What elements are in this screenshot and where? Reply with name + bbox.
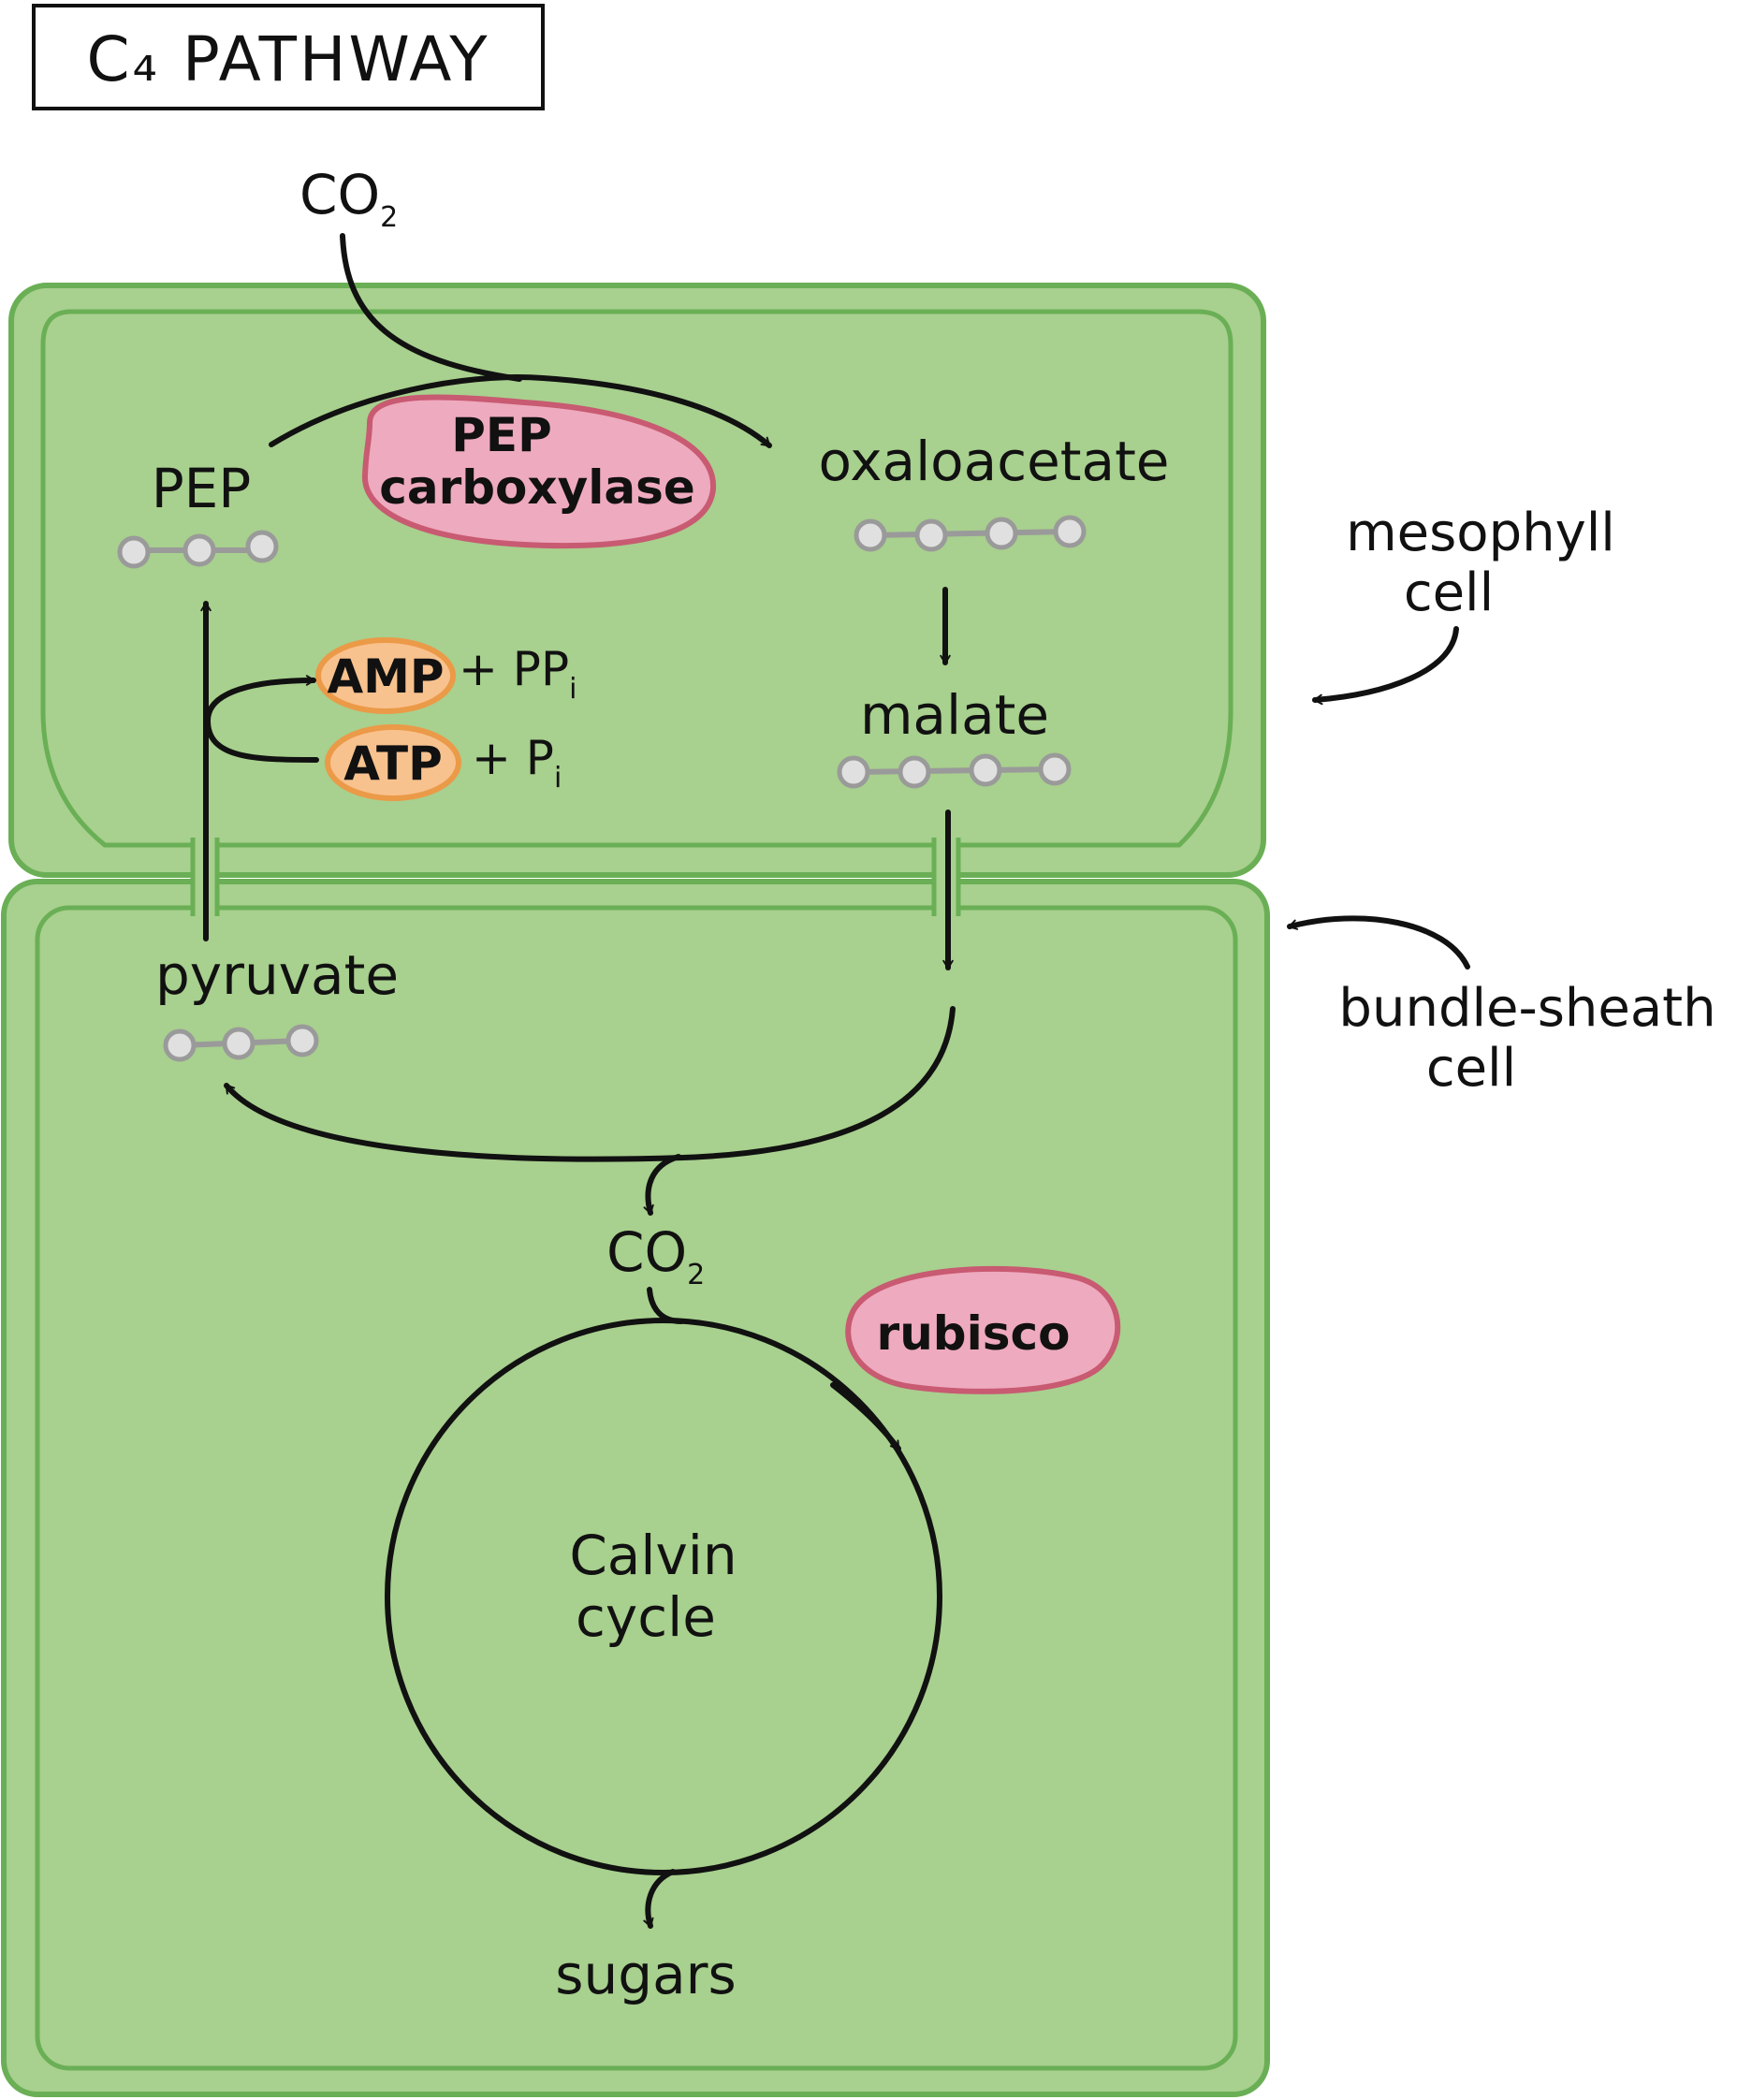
atp-ellipse (325, 724, 461, 801)
bundle-sheath-cell-label-line2: cell (1426, 1038, 1516, 1099)
pep-carboxylase-blob (361, 394, 717, 549)
bundle-sheath-cell (1, 879, 1270, 2097)
atp-label: ATP (343, 736, 443, 791)
mesophyll-cell-membrane (40, 309, 1233, 848)
title-box: C₄ PATHWAY (32, 4, 545, 110)
mesophyll-cell (8, 283, 1266, 878)
amp-molecule: AMP (315, 637, 456, 714)
malate-carbon-chain (837, 752, 1072, 789)
co2-top-label: CO2 (299, 163, 398, 234)
rubisco-enzyme: rubisco (845, 1265, 1121, 1394)
atp-to-amp-arrow (205, 675, 319, 763)
bundle-sheath-cell-label-line1: bundle-sheath (1338, 978, 1715, 1039)
calvin-cycle-circle (385, 1318, 942, 1875)
pep-to-oxaloacetate-arrow (269, 374, 772, 448)
pep-carboxylase-label-line2: carboxylase (379, 460, 695, 515)
calvin-cycle-label-line2: cycle (576, 1585, 716, 1649)
co2-entry-arrow (340, 233, 522, 382)
oxaloacetate-carbon-chain (854, 515, 1087, 552)
amp-ellipse (315, 637, 456, 714)
mesophyll-cell-label-line2: cell (1404, 562, 1494, 623)
bundle-sheath-pointer-arrow (1287, 915, 1470, 970)
sugars-label: sugars (555, 1943, 736, 2006)
amp-byproduct-label: + PPi (459, 642, 577, 706)
pep-carboxylase-label-line1: PEP (451, 408, 551, 462)
atp-molecule: ATP (325, 724, 461, 801)
pyruvate-carbon-chain (163, 1024, 319, 1062)
pyruvate-label: pyruvate (155, 943, 399, 1007)
calvin-cycle-direction-arrow (830, 1382, 901, 1451)
calvin-cycle-label-line1: Calvin (569, 1524, 737, 1587)
mesophyll-cell-label-line1: mesophyll (1346, 503, 1615, 563)
bundle-sheath-cell-membrane (35, 905, 1238, 2071)
diagram-title: C₄ PATHWAY (86, 23, 489, 95)
mesophyll-cell-wall (8, 283, 1266, 878)
pep-label: PEP (152, 457, 252, 520)
reaction-arrows (200, 233, 1470, 1929)
bundle-sheath-cell-wall (1, 879, 1270, 2097)
co2-release-arrow (643, 1154, 681, 1216)
pep-carbon-chain (117, 530, 279, 569)
pep-carboxylase-enzyme: PEP carboxylase (361, 394, 717, 549)
rubisco-blob (845, 1265, 1121, 1394)
oxaloacetate-label: oxaloacetate (819, 430, 1170, 493)
amp-label: AMP (327, 649, 444, 704)
cycle-to-sugars-arrow (643, 1869, 676, 1929)
rubisco-label: rubisco (877, 1306, 1071, 1361)
malate-label: malate (860, 683, 1049, 747)
mesophyll-pointer-arrow (1312, 626, 1459, 706)
atp-byproduct-label: + Pi (472, 731, 562, 795)
co2-bottom-label: CO2 (606, 1220, 705, 1291)
